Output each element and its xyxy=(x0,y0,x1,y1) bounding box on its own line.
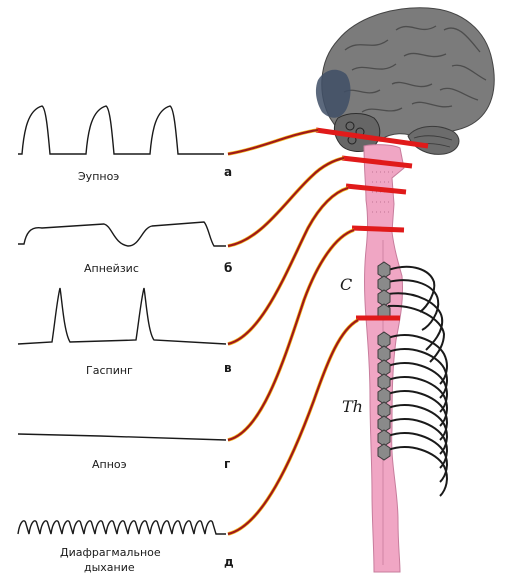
label-diaphragmatic-line1: Диафрагмальное xyxy=(60,546,161,559)
trace-diaphragmatic xyxy=(18,521,226,534)
brainstem-nuclei xyxy=(316,70,351,118)
label-apneusis: Апнейзис xyxy=(84,262,139,275)
letter-e: д xyxy=(224,555,234,569)
letter-a: а xyxy=(224,165,232,179)
label-eupnea: Эупноэ xyxy=(78,170,119,183)
label-apnea: Апноэ xyxy=(92,458,127,471)
letter-d: г xyxy=(224,457,230,471)
cerebellum xyxy=(408,126,459,154)
ganglion xyxy=(378,444,390,460)
thoracic-roots xyxy=(388,335,447,496)
trace-apneusis xyxy=(18,222,226,246)
letter-c: в xyxy=(224,361,232,375)
transection-d xyxy=(352,228,404,230)
letter-b: б xyxy=(224,261,232,275)
trace-eupnea xyxy=(18,106,224,154)
transection-letters: а б в г д xyxy=(224,165,234,569)
label-gasping: Гаспинг xyxy=(86,364,133,377)
trace-apnea xyxy=(18,434,226,440)
trace-gasping xyxy=(18,288,226,344)
label-cervical: C xyxy=(340,275,352,294)
cord-region-labels: C Th xyxy=(340,275,363,416)
root xyxy=(388,447,447,496)
label-diaphragmatic-line2: дыхание xyxy=(84,561,135,574)
label-thoracic: Th xyxy=(342,397,363,416)
transection-c xyxy=(346,186,406,192)
connector-lines xyxy=(228,130,358,534)
connector-c xyxy=(228,188,348,344)
connector-a xyxy=(228,130,318,154)
